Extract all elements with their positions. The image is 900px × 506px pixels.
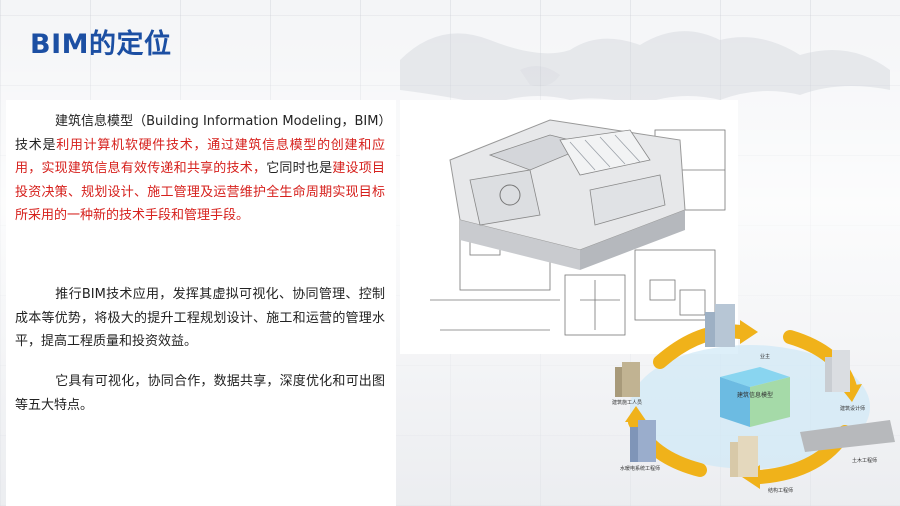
label-structural-engineer: 结构工程师 — [768, 487, 793, 494]
definition-text-a: 建筑信息模型（Building Information Modeling，BIM… — [15, 114, 385, 153]
bim-cycle-diagram: 建筑信息模型 业主 建筑设计师 土木工程师 结构工程师 水暖电系统工程师 建筑施… — [612, 304, 895, 494]
building-model-image — [400, 100, 738, 354]
page-title: BIM的定位 — [30, 29, 172, 60]
definition-highlight-b: 建设项目投资决策、规划设计、施工管理及运营维护全生命周期实现目标所采用的一种新的… — [15, 161, 385, 223]
definition-highlight-a: 利用计算机软硬件技术，通过建筑信息模型的创建和应用，实现建筑信息有效传递和共享的… — [15, 137, 385, 177]
label-civil-engineer: 土木工程师 — [852, 457, 877, 464]
building-left-top — [615, 362, 640, 397]
paragraph-definition: 建筑信息模型（Building Information Modeling，BIM… — [15, 110, 385, 228]
building-left — [630, 420, 656, 462]
label-construction-staff: 建筑施工人员 — [612, 399, 642, 406]
text-panel: 建筑信息模型（Building Information Modeling，BIM… — [6, 100, 396, 506]
label-mep-engineer: 水暖电系统工程师 — [620, 465, 660, 472]
label-owner: 业主 — [760, 353, 770, 360]
building-right — [825, 350, 850, 392]
features-text: 它具有可视化，协同合作，数据共享，深度优化和可出图等五大特点。 — [15, 374, 385, 413]
building-bottom — [730, 436, 758, 477]
ground-plate-right — [800, 420, 895, 452]
diagram-center-label: 建筑信息模型 — [737, 391, 773, 399]
definition-text-b: 它同时也是 — [266, 161, 333, 176]
world-map-watermark — [400, 31, 890, 105]
paragraph-application: 推行BIM技术应用，发挥其虚拟可视化、协同管理、控制成本等优势，将极大的提升工程… — [15, 283, 385, 354]
application-text: 推行BIM技术应用，发挥其虚拟可视化、协同管理、控制成本等优势，将极大的提升工程… — [15, 287, 385, 349]
bim-model-cube: 建筑信息模型 — [720, 367, 790, 427]
building-tower-top — [705, 304, 735, 347]
blueprint-building-illustration — [430, 119, 726, 336]
label-architect: 建筑设计师 — [840, 405, 865, 412]
paragraph-features: 它具有可视化，协同合作，数据共享，深度优化和可出图等五大特点。 — [15, 370, 385, 417]
